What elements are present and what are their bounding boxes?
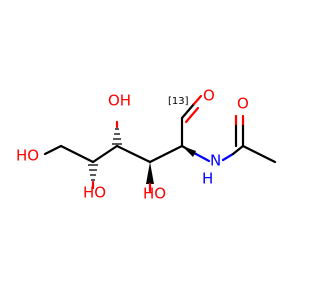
molecule-diagram: O [13] O N H HO OH HO HO — [0, 0, 300, 300]
c1-o-bond-left — [180, 102, 196, 120]
c2-n-bond-right — [194, 152, 211, 163]
c4-hydroxyl-label: OH — [108, 92, 131, 110]
amide-oxygen-label: O — [237, 95, 249, 113]
isotope-label: [13] — [168, 96, 189, 107]
c1-o-double-bond — [184, 106, 200, 124]
carbonyl-methyl-bond — [241, 144, 277, 164]
c3-hydroxyl-label: HO — [143, 185, 166, 203]
n-carbonyl-bond-left — [221, 152, 235, 162]
c4-c5-bond — [91, 144, 119, 164]
c5-hydroxyl-label: HO — [83, 184, 106, 202]
aldehyde-oxygen-label: O — [203, 87, 215, 105]
c1-o-bond-right — [192, 94, 203, 106]
n-carbonyl-bond-right — [231, 144, 245, 156]
c6-hydroxyl-label: HO — [16, 147, 39, 165]
c3-wedge-bond — [146, 162, 154, 184]
molecule-structure-svg: O [13] O N H HO OH HO HO — [0, 0, 300, 300]
c5-hashed-bond — [88, 164, 98, 190]
c3-c4-bond — [115, 144, 152, 164]
c2-c3-bond — [148, 144, 184, 164]
diagram-background — [0, 0, 300, 300]
c6-oh-bond-left — [43, 144, 63, 156]
nitrogen-label: N — [210, 152, 221, 170]
c4-hashed-bond — [112, 120, 122, 145]
c2-wedge-bond — [182, 146, 196, 157]
nitrogen-h-label: H — [202, 170, 213, 188]
c5-c6-bond — [59, 144, 95, 164]
